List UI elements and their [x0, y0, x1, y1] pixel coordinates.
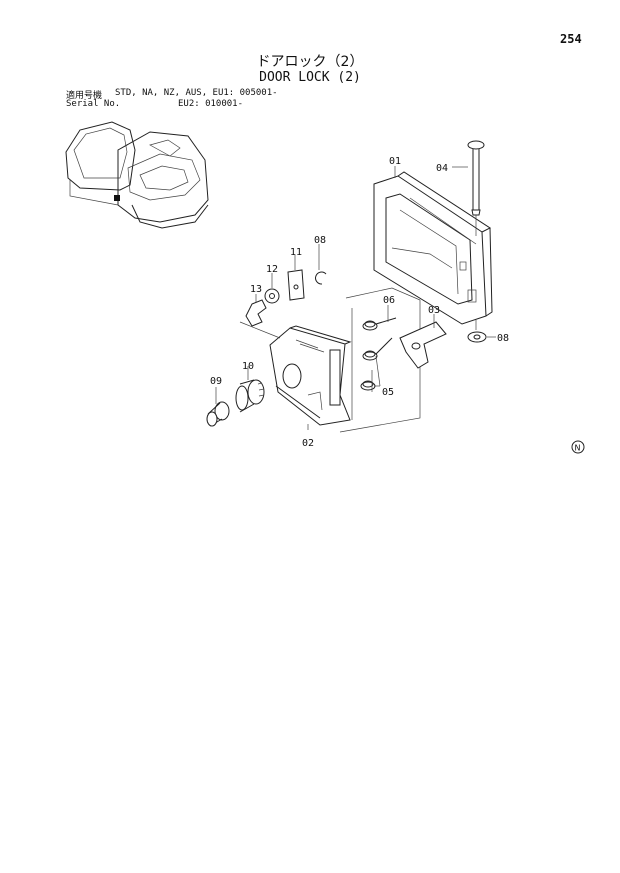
svg-text:N: N — [575, 444, 581, 453]
part-12-washer — [264, 288, 280, 304]
leader-lines — [215, 166, 496, 430]
part-03-latch — [399, 321, 447, 369]
page-title-english: DOOR LOCK (2) — [259, 70, 361, 85]
part-13-clip — [239, 299, 281, 339]
callout-08-right: 08 — [497, 333, 509, 344]
callout-06: 06 — [383, 295, 395, 306]
callout-12: 12 — [266, 264, 278, 275]
serial-label-japanese: 適用号機 — [66, 91, 103, 101]
serial-range-line-1: STD, NA, NZ, AUS, EU1: 005001- — [115, 88, 278, 98]
part-08-snap-ring-left — [315, 271, 327, 285]
callout-02: 02 — [302, 438, 314, 449]
callout-10: 10 — [242, 361, 254, 372]
page-title-japanese: ドアロック（2） — [256, 54, 364, 70]
part-05-spring-lower — [360, 370, 376, 392]
circled-n-icon: N — [571, 440, 585, 454]
part-05-spring-upper — [362, 337, 393, 361]
callout-09: 09 — [210, 376, 222, 387]
callout-13: 13 — [250, 284, 262, 295]
callout-05: 05 — [382, 387, 394, 398]
callout-01: 01 — [389, 156, 401, 167]
callout-03: 03 — [428, 305, 440, 316]
excavator-thumbnail-icon — [65, 121, 209, 229]
part-11-plate — [287, 269, 305, 301]
serial-label-english: Serial No. — [66, 99, 121, 109]
part-10-lock-cylinder — [235, 379, 265, 413]
part-01-lock-frame — [373, 171, 493, 325]
callout-08-top: 08 — [314, 235, 326, 246]
part-04-pin — [467, 140, 485, 236]
part-06-spring — [362, 317, 397, 331]
serial-range-line-2: EU2: 010001- — [178, 99, 244, 109]
callout-04: 04 — [436, 163, 448, 174]
part-02-base-plate — [269, 287, 421, 433]
part-08-washer-right — [467, 320, 487, 343]
callout-11: 11 — [290, 247, 302, 258]
page-number: 254 — [560, 32, 582, 46]
part-09-cap — [206, 401, 230, 427]
